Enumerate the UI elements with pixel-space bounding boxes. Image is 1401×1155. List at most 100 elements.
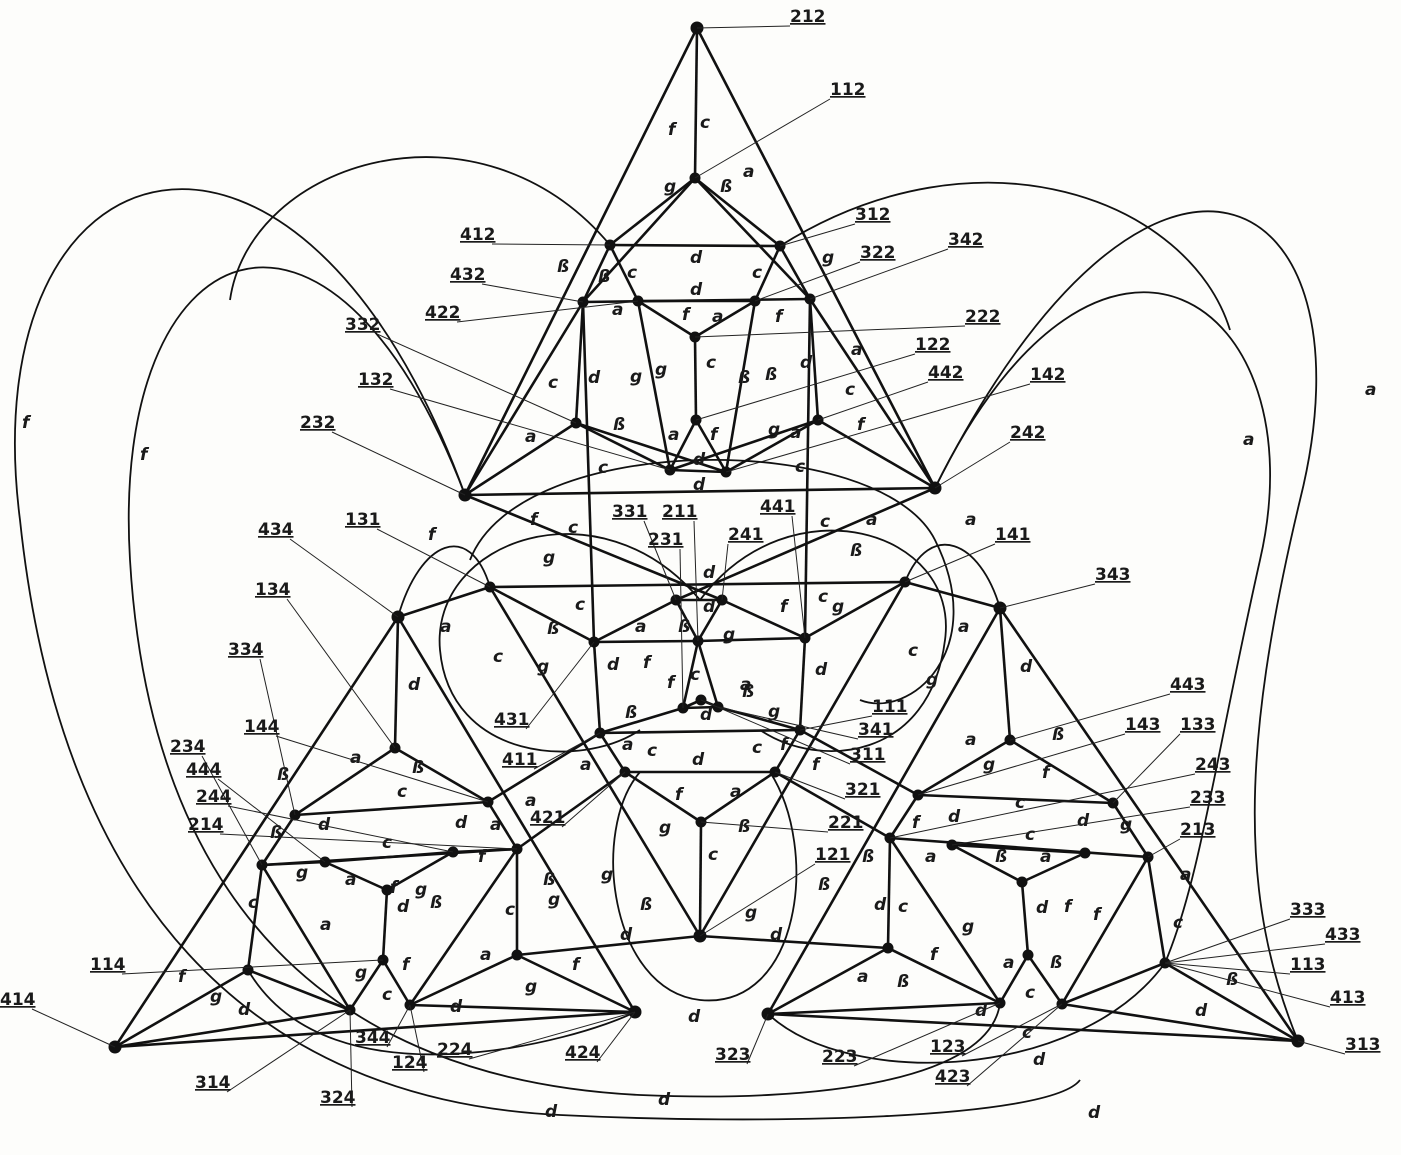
- edge-letter-55: a: [958, 617, 969, 637]
- edge-letter-68: ß: [625, 703, 637, 723]
- edge-letter-133: c: [1025, 825, 1035, 845]
- edge-letter-91: a: [350, 748, 361, 768]
- node-r_c: [1017, 877, 1028, 888]
- leader-223: [854, 1003, 1000, 1066]
- edge-r213-r123: [1062, 857, 1148, 1004]
- edge-letter-143: f: [1064, 897, 1074, 917]
- node-label-213: 213: [1180, 820, 1216, 840]
- edge-letter-148: a: [857, 967, 868, 987]
- edge-l234-l314: [262, 865, 350, 1010]
- node-label-332: 332: [345, 315, 381, 335]
- edge-letter-96: a: [490, 815, 501, 835]
- edge-letter-66: c: [908, 641, 918, 661]
- node-label-122: 122: [915, 335, 951, 355]
- leader-321: [775, 772, 845, 799]
- edge-letter-33: c: [598, 458, 608, 478]
- edge-t222-t122: [695, 337, 696, 420]
- node-label-222: 222: [965, 307, 1001, 327]
- leader-132: [390, 389, 670, 470]
- edge-letter-73: d: [692, 750, 705, 770]
- edge-letter-118: g: [548, 890, 560, 910]
- node-label-244: 244: [196, 787, 232, 807]
- leader-143: [918, 734, 1125, 795]
- node-label-114: 114: [90, 955, 126, 975]
- node-label-112: 112: [830, 80, 866, 100]
- edge-letter-5: ß: [557, 257, 569, 277]
- edge-letter-138: c: [898, 897, 908, 917]
- node-label-324: 324: [320, 1088, 356, 1108]
- edge-r343-r313: [1000, 608, 1298, 1041]
- edge-letter-104: d: [397, 897, 410, 917]
- edge-letter-154: d: [1195, 1001, 1208, 1021]
- leader-313: [1298, 1041, 1345, 1054]
- edge-letter-59: d: [607, 655, 620, 675]
- edge-letter-159: a: [1365, 380, 1376, 400]
- node-label-344: 344: [355, 1028, 391, 1048]
- edge-letter-64: ß: [742, 682, 754, 702]
- node-label-312: 312: [855, 205, 891, 225]
- edge-letter-158: f: [140, 445, 150, 465]
- edge-t432-m431: [583, 302, 594, 642]
- node-label-434: 434: [258, 520, 294, 540]
- leader-421: [562, 772, 625, 827]
- node-label-132: 132: [358, 370, 394, 390]
- edge-letter-46: c: [575, 595, 585, 615]
- edge-letter-139: d: [874, 895, 887, 915]
- node-label-211: 211: [662, 502, 698, 522]
- node-r113: [1023, 950, 1034, 961]
- edge-t432-t332: [576, 302, 583, 423]
- edge-letter-85: ß: [640, 895, 652, 915]
- node-label-441: 441: [760, 497, 796, 517]
- edge-letter-140: g: [962, 917, 974, 937]
- node-label-124: 124: [392, 1053, 428, 1073]
- edge-letter-20: g: [655, 360, 667, 380]
- edge-letter-105: g: [415, 880, 427, 900]
- edge-letter-72: c: [647, 741, 657, 761]
- edge-m111-m341: [718, 707, 800, 730]
- edge-letter-38: c: [568, 518, 578, 538]
- edge-letter-74: c: [752, 738, 762, 758]
- node-label-443: 443: [1170, 675, 1206, 695]
- edge-letter-120: g: [210, 987, 222, 1007]
- edge-letter-49: ß: [678, 617, 690, 637]
- edge-letter-19: g: [630, 367, 642, 387]
- leader-422: [457, 301, 638, 322]
- edge-letter-22: ß: [765, 365, 777, 385]
- edge-letter-8: d: [690, 248, 703, 268]
- node-label-432: 432: [450, 265, 486, 285]
- edge-m121-l_r: [517, 936, 700, 955]
- edge-letter-84: g: [601, 865, 613, 885]
- node-label-121: 121: [815, 845, 851, 865]
- edge-letter-53: g: [832, 597, 844, 617]
- leader-442: [818, 382, 928, 420]
- edge-letter-83: c: [708, 845, 718, 865]
- edge-m111-m321: [775, 730, 800, 772]
- arc-top-right: [780, 183, 1230, 330]
- edge-letter-18: d: [588, 368, 601, 388]
- node-r_l: [883, 943, 894, 954]
- node-label-331: 331: [612, 502, 648, 522]
- edge-m221-m121: [700, 822, 701, 936]
- edge-letter-88: d: [620, 925, 633, 945]
- edge-letter-116: d: [450, 997, 463, 1017]
- edge-r233-r_c: [952, 845, 1022, 882]
- edge-letter-111: g: [355, 963, 367, 983]
- node-label-221: 221: [828, 813, 864, 833]
- edge-letter-45: a: [440, 617, 451, 637]
- node-label-322: 322: [860, 243, 896, 263]
- edge-letter-152: a: [1180, 865, 1191, 885]
- edge-letter-160: a: [1243, 430, 1254, 450]
- edge-letter-87: g: [745, 903, 757, 923]
- leader-213: [1148, 839, 1180, 857]
- node-label-333: 333: [1290, 900, 1326, 920]
- leader-144: [276, 736, 488, 802]
- edge-letter-129: d: [1077, 811, 1090, 831]
- circle-mid-bottom: [613, 772, 796, 1000]
- node-label-343: 343: [1095, 565, 1131, 585]
- edge-letter-15: f: [775, 307, 785, 327]
- edge-letter-9: c: [752, 263, 762, 283]
- node-label-212: 212: [790, 7, 826, 27]
- edge-letter-30: f: [710, 425, 720, 445]
- edge-letter-34: d: [693, 450, 706, 470]
- edge-l234-l444: [262, 862, 325, 865]
